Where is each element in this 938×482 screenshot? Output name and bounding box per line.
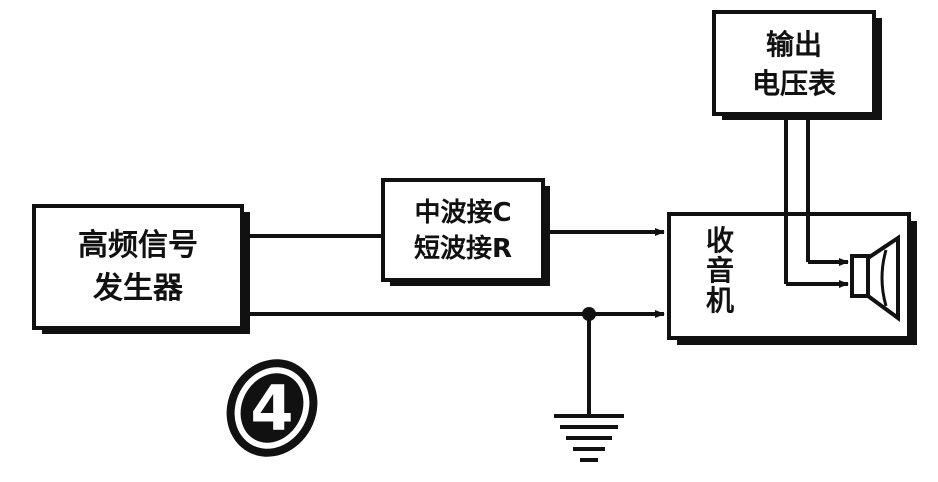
badge-inner <box>240 373 304 443</box>
generator-label-line1: 高频信号 <box>78 228 198 263</box>
speaker-icon <box>850 234 900 322</box>
ground-icon <box>554 414 624 462</box>
signal-generator-block: 高频信号 发生器 <box>32 204 250 334</box>
generator-label-line2: 发生器 <box>92 271 184 306</box>
junction-dot <box>582 307 596 321</box>
figure-number-badge: 4 <box>226 359 318 457</box>
radio-label-char2: 音 <box>706 254 734 287</box>
figure-number: 4 <box>250 372 293 445</box>
coupling-label-line1: 中波接C <box>414 198 511 228</box>
radio-label-char1: 收 <box>706 224 734 257</box>
generator-box <box>32 204 244 330</box>
coupling-box <box>381 178 545 282</box>
radio-label-char3: 机 <box>706 284 734 317</box>
output-voltmeter-block: 输出 电压表 <box>712 10 882 120</box>
radio-receiver-block: 收 音 机 <box>667 212 917 345</box>
voltmeter-box <box>712 10 876 116</box>
coupling-element-block: 中波接C 短波接R <box>381 178 550 286</box>
coupling-label-line2: 短波接R <box>414 234 512 264</box>
voltmeter-label-line1: 输出 <box>766 28 822 61</box>
voltmeter-label-line2: 电压表 <box>752 67 836 100</box>
